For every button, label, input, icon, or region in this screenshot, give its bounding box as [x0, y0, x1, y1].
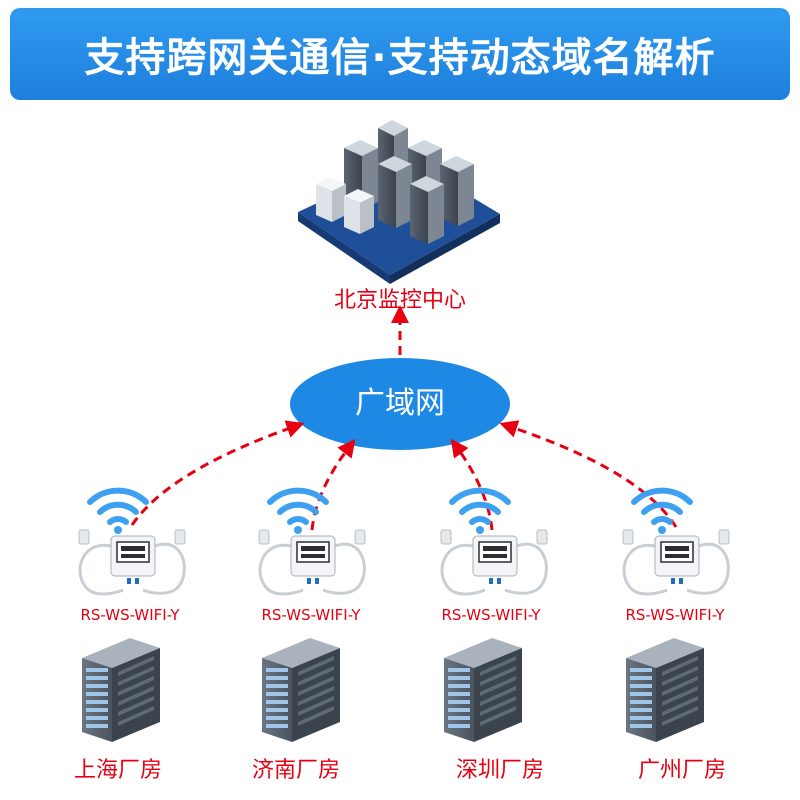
site-1 [78, 487, 186, 742]
banner-title: 支持跨网关通信·支持动态域名解析 [84, 35, 716, 81]
factory-label: 深圳厂房 [455, 758, 544, 783]
wifi-icon [631, 487, 693, 534]
site-4 [622, 487, 730, 742]
wifi-icon [267, 487, 329, 534]
server-rack-icon [262, 638, 340, 742]
wifi-icon [449, 487, 511, 534]
datacenter-label: 北京监控中心 [333, 288, 466, 313]
site-2 [258, 487, 366, 742]
sensor-device-icon [258, 529, 366, 596]
link-arrow-2 [310, 438, 356, 531]
device-model-label: RS-WS-WIFI-Y [261, 606, 361, 624]
device-model-label: RS-WS-WIFI-Y [625, 606, 725, 624]
wifi-icon [87, 487, 149, 534]
factory-label: 广州厂房 [637, 758, 726, 783]
wan-label: 广域网 [355, 386, 445, 421]
server-rack-icon [444, 638, 522, 742]
sensor-device-icon [78, 529, 186, 596]
server-rack-icon [626, 638, 704, 742]
device-model-label: RS-WS-WIFI-Y [441, 606, 541, 624]
site-3 [440, 487, 548, 742]
title-banner: 支持跨网关通信·支持动态域名解析 [10, 8, 790, 100]
factory-label: 济南厂房 [251, 758, 340, 783]
link-arrow-4 [499, 420, 678, 528]
server-rack-icon [82, 638, 160, 742]
device-model-label: RS-WS-WIFI-Y [80, 606, 180, 624]
factory-label: 上海厂房 [73, 758, 162, 783]
server-cluster-icon [298, 120, 500, 284]
wan-cloud [290, 358, 510, 450]
sensor-device-icon [622, 529, 730, 596]
sensor-device-icon [440, 529, 548, 596]
link-arrow-1 [130, 420, 305, 526]
